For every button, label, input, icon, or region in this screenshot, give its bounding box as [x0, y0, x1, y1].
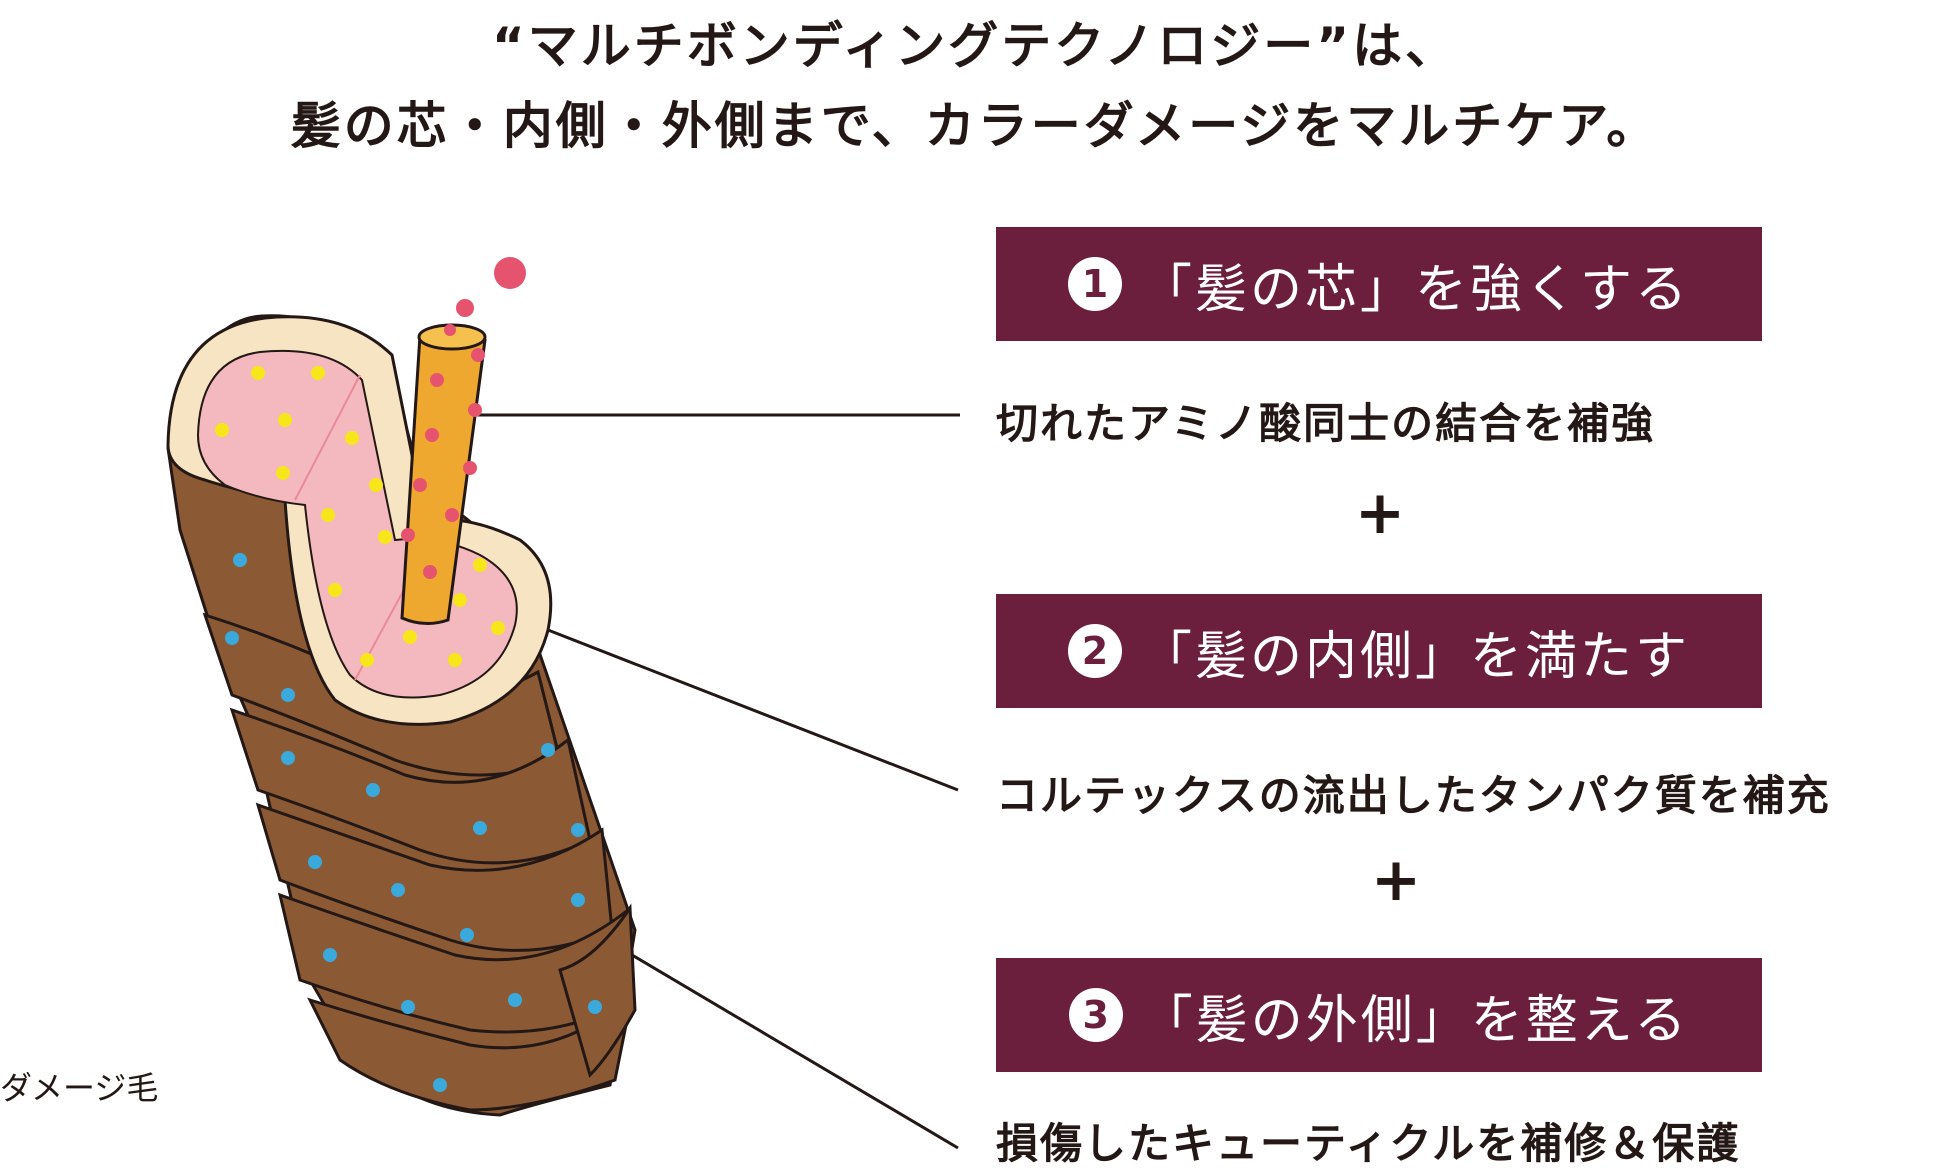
step-2-description: コルテックスの流出したタンパク質を補充 — [996, 771, 1831, 820]
cuticle-scale-6 — [558, 903, 637, 1078]
heading-line-1: “マルチボンディングテクノロジー”は、 — [491, 17, 1459, 75]
leader-line-cuticle — [631, 953, 959, 1150]
plus-sign-2: + — [1370, 845, 1422, 915]
step-2-title: 「髪の内側」を満たす — [1139, 626, 1690, 687]
cortex-division-1 — [294, 374, 361, 501]
plus-sign-1: + — [1354, 478, 1406, 548]
step-2-number: 2 — [1067, 624, 1122, 678]
step-3-description: 損傷したキューティクルを補修＆保護 — [996, 1119, 1741, 1168]
step-3-title: 「髪の外側」を整える — [1140, 990, 1690, 1051]
bubble-medium — [456, 299, 474, 317]
core-dots — [401, 348, 485, 579]
cortex-dots — [215, 366, 505, 667]
bubble-small — [444, 324, 456, 336]
heading-line-2: 髪の芯・内側・外側まで、カラーダメージをマルチケア。 — [290, 97, 1660, 155]
step-1-title: 「髪の芯」を強くする — [1139, 259, 1690, 320]
step-1-banner: 1 「髪の芯」を強くする — [996, 227, 1762, 341]
cuticle-dots — [225, 553, 602, 1092]
step-3-number: 3 — [1068, 988, 1123, 1042]
bubble-large — [494, 257, 526, 289]
step-1-number: 1 — [1067, 257, 1122, 311]
step-3-banner: 3 「髪の外側」を整える — [996, 958, 1762, 1072]
damaged-hair-caption: ダメージ毛 — [0, 1069, 159, 1107]
step-2-banner: 2 「髪の内側」を満たす — [996, 594, 1762, 708]
step-1-description: 切れたアミノ酸同士の結合を補強 — [996, 399, 1656, 448]
leader-line-cortex — [547, 628, 959, 792]
